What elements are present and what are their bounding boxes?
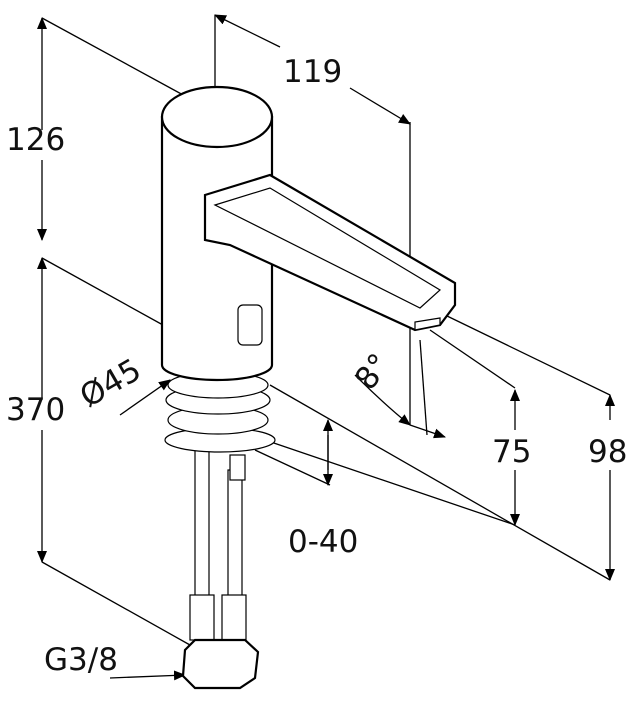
dimension-lines [37, 14, 615, 681]
dim-spout-height: 75 [492, 434, 531, 470]
dim-connection: G3/8 [44, 642, 118, 678]
dim-deck-thickness: 0-40 [288, 524, 358, 560]
dim-spout-reach: 119 [283, 54, 342, 90]
dim-total-height: 370 [6, 392, 65, 428]
dim-diameter: Ø45 [74, 352, 147, 415]
dim-top-height: 126 [6, 122, 65, 158]
faucet-illustration [160, 85, 457, 690]
dim-angle: 8° [348, 347, 398, 397]
dim-outlet-height: 98 [588, 434, 627, 470]
